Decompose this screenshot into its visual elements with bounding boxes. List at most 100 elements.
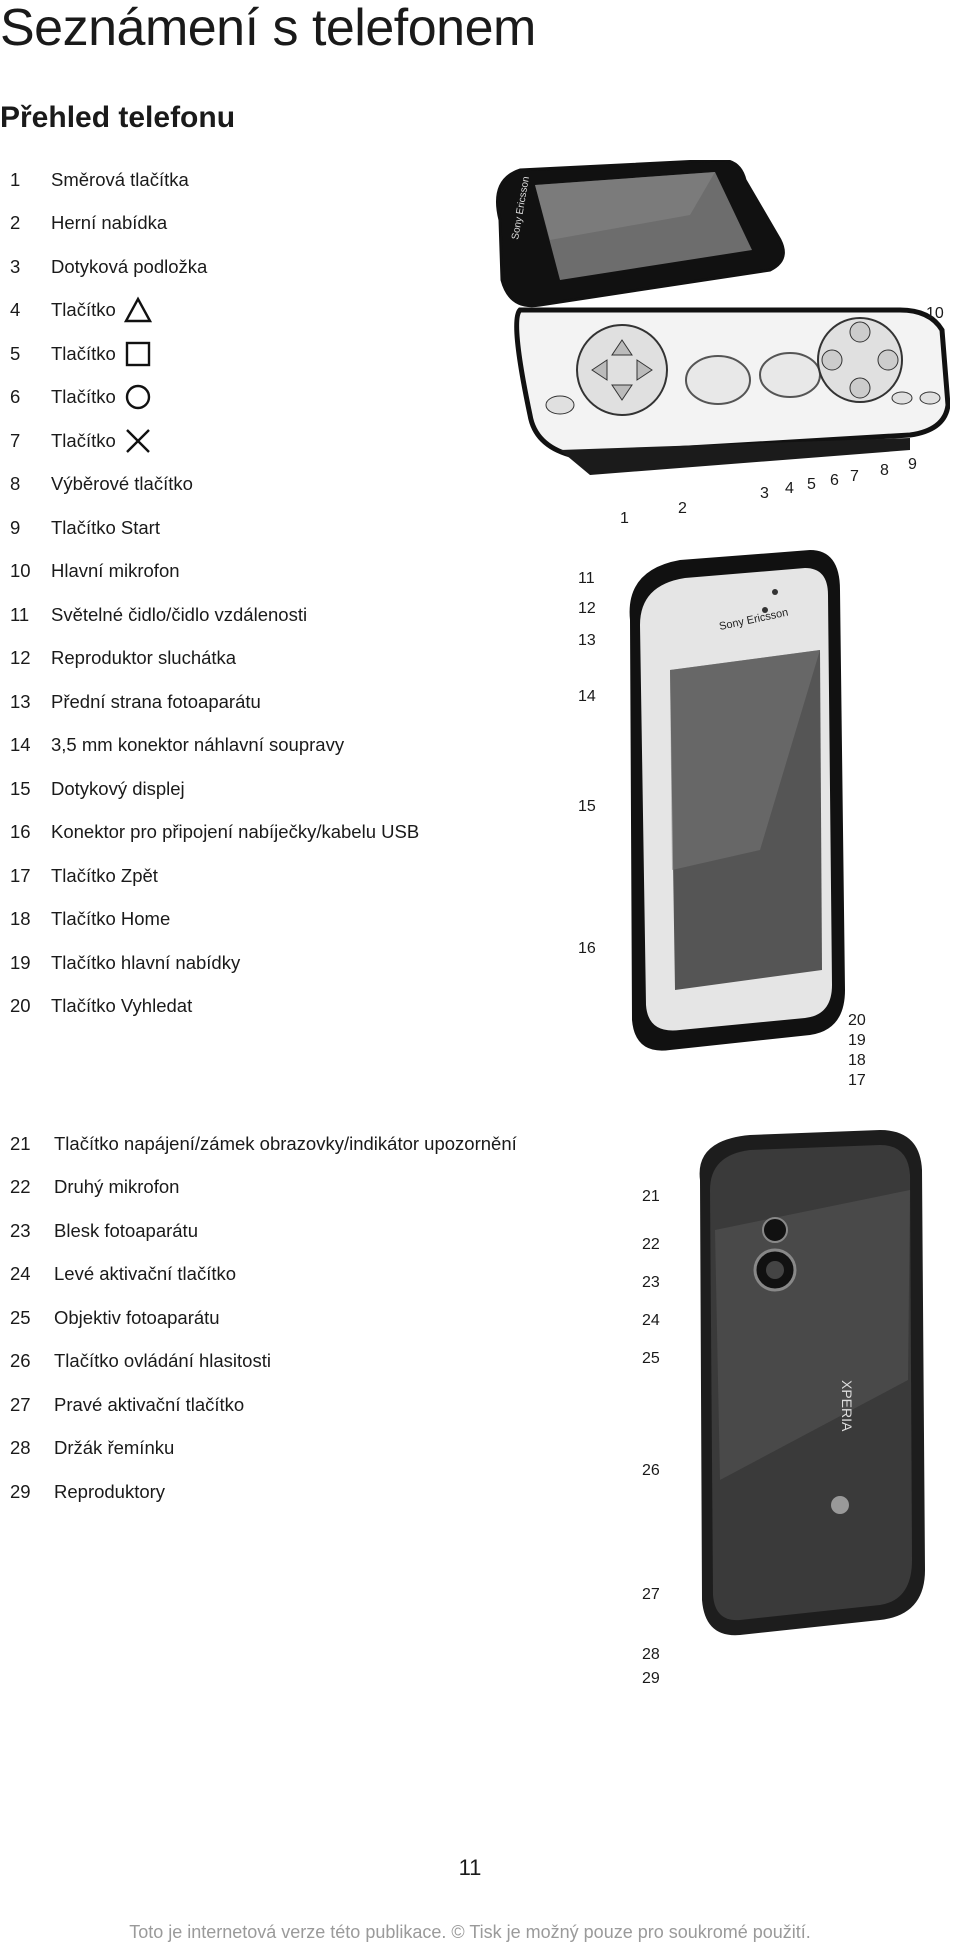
item-number: 27 [10,1393,31,1415]
list-item: 10 Hlavní mikrofon [0,550,419,594]
item-label: Levé aktivační tlačítko [54,1263,237,1285]
callout-number: 14 [578,688,596,705]
callout-number: 25 [642,1350,660,1367]
list-item: 13 Přední strana fotoaparátu [0,680,419,724]
page-number: 11 [458,1855,482,1880]
item-label: Konektor pro připojení nabíječky/kabelu … [51,821,420,843]
list-item: 22 Druhý mikrofon [0,1166,517,1210]
footer-note: Toto je internetová verze této publikace… [129,1922,811,1942]
phone-open-illustration: Sony Ericsson [496,160,950,475]
item-number: 24 [10,1263,31,1285]
item-number: 15 [10,777,31,799]
item-number: 1 [10,168,21,190]
list-item: 4 Tlačítko [0,289,419,333]
list-item: 11 Světelné čidlo/čidlo vzdálenosti [0,593,419,637]
item-number: 11 [10,603,30,625]
item-number: 3 [10,255,21,277]
item-number: 4 [10,299,21,321]
callout-number: 28 [642,1646,660,1663]
item-number: 10 [10,560,31,582]
item-label: Tlačítko [51,342,116,364]
list-item: 6 Tlačítko [0,376,419,420]
circle-icon [125,385,150,410]
item-label: Tlačítko napájení/zámek obrazovky/indiká… [54,1132,517,1154]
square-icon [125,341,150,366]
item-number: 26 [10,1350,31,1372]
callout-number: 8 [880,462,889,479]
item-label: Výběrové tlačítko [51,473,193,495]
item-number: 19 [10,951,31,973]
list-item: 15 Dotykový displej [0,767,419,811]
item-label: Herní nabídka [51,212,168,234]
list-item: 8 Výběrové tlačítko [0,463,419,507]
item-number: 22 [10,1176,31,1198]
list-item: 9 Tlačítko Start [0,506,419,550]
callout-number: 16 [578,940,596,957]
item-label: Tlačítko [51,386,116,408]
callout-number: 27 [642,1586,660,1603]
callout-number: 21 [642,1188,660,1205]
item-label: Hlavní mikrofon [51,560,180,582]
list-item: 5 Tlačítko [0,332,419,376]
callout-number: 29 [642,1670,660,1687]
callout-number: 17 [848,1072,866,1089]
item-label: Blesk fotoaparátu [54,1219,198,1241]
item-label: Tlačítko Vyhledat [51,995,193,1017]
item-number: 18 [10,908,31,930]
item-label: Tlačítko [51,299,116,321]
page-title: Seznámení s telefonem [0,0,536,57]
callout-number: 23 [642,1274,660,1291]
callout-number: 22 [642,1236,660,1253]
list-item: 19 Tlačítko hlavní nabídky [0,941,419,985]
item-label: Reproduktor sluchátka [51,647,237,669]
callout-number: 13 [578,632,596,649]
item-number: 8 [10,473,21,495]
item-label: Dotyková podložka [51,255,208,277]
item-number: 29 [10,1480,31,1502]
item-label: Tlačítko Start [51,516,160,538]
item-label: Objektiv fotoaparátu [54,1306,220,1328]
item-label: Pravé aktivační tlačítko [54,1393,245,1415]
callout-number: 3 [760,485,769,502]
item-number: 2 [10,212,21,234]
item-number: 13 [10,690,31,712]
list-item: 29 Reproduktory [0,1470,517,1514]
list-item: 27 Pravé aktivační tlačítko [0,1383,517,1427]
callout-number: 12 [578,600,596,617]
triangle-icon [123,296,152,323]
item-label: Přední strana fotoaparátu [51,690,261,712]
callout-number: 4 [785,480,794,497]
callout-number: 10 [926,305,944,322]
item-number: 14 [10,734,31,756]
item-number: 6 [10,386,21,408]
phone-back-illustration: XPERIA [699,1130,925,1636]
callout-number: 19 [848,1032,866,1049]
callout-number: 5 [807,476,816,493]
item-label: Druhý mikrofon [54,1176,180,1198]
item-label: Dotykový displej [51,777,185,799]
back-brand-label: XPERIA [839,1380,855,1432]
item-number: 5 [10,342,21,364]
item-label: Reproduktory [54,1480,166,1502]
callout-number: 18 [848,1052,866,1069]
item-label: Světelné čidlo/čidlo vzdálenosti [51,603,308,625]
phone-front-illustration: Sony Ericsson [629,550,845,1051]
list-item: 16 Konektor pro připojení nabíječky/kabel… [0,811,419,855]
callout-number: 15 [578,798,596,815]
callout-number: 7 [850,468,859,485]
section-heading: Přehled telefonu [0,101,236,134]
callout-number: 26 [642,1462,660,1479]
item-number: 9 [10,516,21,538]
item-number: 16 [10,821,31,843]
item-label: Tlačítko hlavní nabídky [51,951,241,973]
item-number: 25 [10,1306,31,1328]
